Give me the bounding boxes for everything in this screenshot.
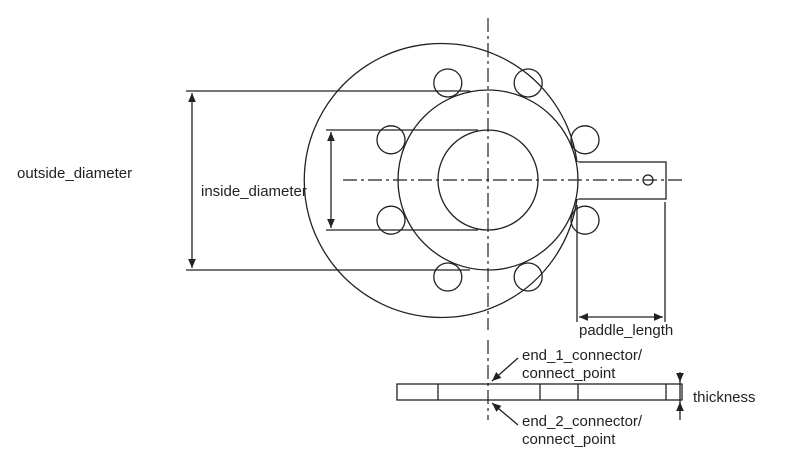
outside-diameter-label: outside_diameter	[17, 165, 132, 182]
bolt-hole	[513, 262, 543, 292]
thickness-label: thickness	[693, 389, 756, 406]
side-view: thickness end_1_connector/ connect_point…	[396, 340, 756, 448]
bolt-hole	[570, 205, 600, 235]
paddle-length-dimension: paddle_length	[576, 202, 673, 339]
plan-view	[303, 18, 684, 330]
inside-diameter-dimension: inside_diameter	[201, 129, 478, 231]
end-1-connector-label: end_1_connector/	[522, 347, 643, 364]
outside-diameter-dimension: outside_diameter	[17, 90, 470, 271]
outer-ring-with-paddle	[303, 42, 578, 319]
end-1-connect-point-label: connect_point	[522, 365, 616, 382]
bolt-hole	[433, 262, 463, 292]
bolt-hole	[376, 205, 406, 235]
inside-diameter-label: inside_diameter	[201, 183, 307, 200]
paddle-length-label: paddle_length	[579, 322, 673, 339]
bolt-hole	[376, 125, 406, 155]
bolt-hole	[513, 68, 543, 98]
bolt-hole	[433, 68, 463, 98]
bolt-hole	[570, 125, 600, 155]
end-2-connector-label: end_2_connector/	[522, 413, 643, 430]
bolt-holes	[376, 68, 600, 292]
end-2-connect-point-label: connect_point	[522, 431, 616, 448]
